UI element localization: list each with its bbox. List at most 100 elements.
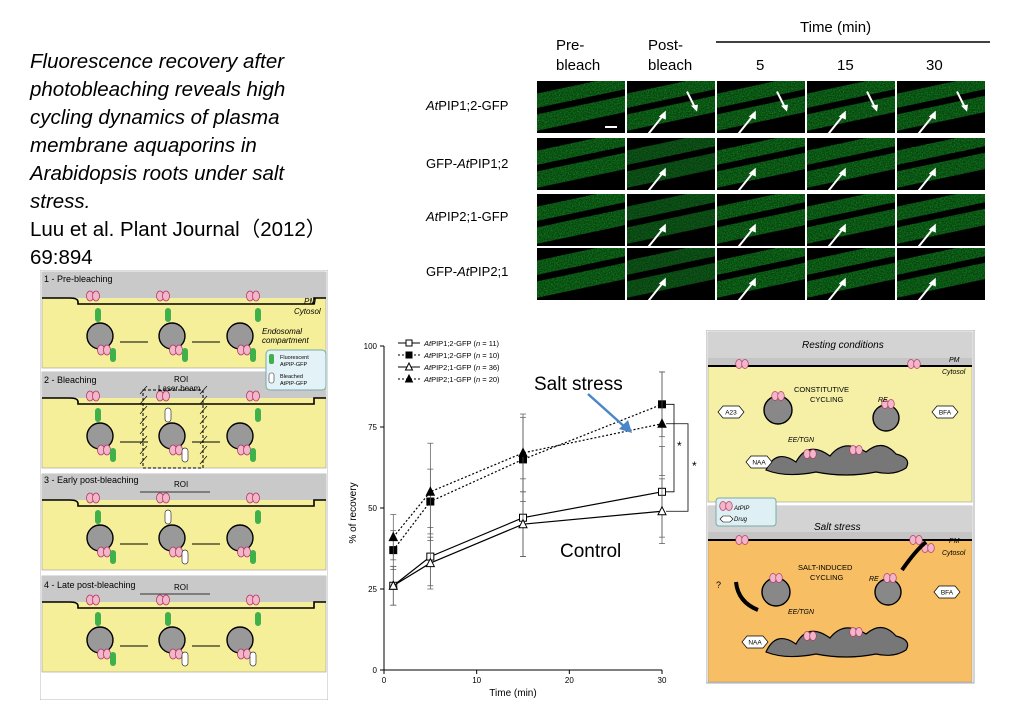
- cell-band-glow: [717, 81, 805, 109]
- aquaporin-lobe: [252, 290, 260, 302]
- cell-band-glow: [537, 248, 625, 276]
- cell-content: [717, 194, 805, 246]
- arrow-shaft: [686, 91, 696, 109]
- micrograph-cell: [717, 138, 805, 190]
- panel-extracellular: [708, 358, 972, 366]
- aquaporin-lobe: [103, 546, 111, 558]
- aquaporin-lobe: [803, 631, 811, 641]
- cell-band: [537, 194, 625, 222]
- laser-hatch: [139, 435, 148, 445]
- cell-band: [717, 262, 805, 299]
- aquaporin-lobe: [719, 501, 727, 511]
- col-30-label: 30: [926, 57, 943, 74]
- row-label: AtPIP2;1-GFP: [425, 209, 508, 224]
- fluorescent-gfp: [95, 308, 101, 322]
- row-label: GFP-AtPIP1;2: [426, 156, 508, 171]
- series-3: [388, 478, 667, 606]
- aquaporin-lobe: [809, 631, 817, 641]
- fluorescent-icon: [269, 354, 274, 364]
- fluorescent-gfp: [182, 348, 188, 362]
- row-label-text: PIP1;2: [469, 156, 508, 171]
- aquaporin-icon: [97, 546, 111, 558]
- cell-content: [807, 194, 895, 246]
- fluorescent-gfp: [165, 308, 171, 322]
- cell-band-glow: [897, 208, 985, 245]
- legend-fluor: Fluorescent: [280, 355, 309, 361]
- aquaporin-lobe: [243, 344, 251, 356]
- cytosol-label: Cytosol: [294, 307, 321, 316]
- aquaporin-icon: [156, 390, 170, 402]
- question-mark: ?: [716, 580, 721, 590]
- arrow-head: [871, 104, 878, 112]
- data-point: [388, 531, 399, 542]
- cell-band-glow: [627, 194, 715, 222]
- control-annotation: Control: [560, 541, 621, 562]
- cytosol-label: Cytosol: [942, 369, 966, 376]
- citation: Luu et al. Plant Journal（2012）: [30, 218, 327, 241]
- legend-marker: [405, 351, 413, 359]
- frap-schematic: 1 - Pre-bleaching 2 - Bleaching 3 - Earl…: [40, 270, 328, 700]
- col-post-label: bleach: [648, 57, 692, 74]
- legend-text: PIP1;2-GFP (: [431, 351, 476, 360]
- plasma-membrane: [42, 297, 326, 305]
- arrow-head: [838, 110, 846, 120]
- naa-badge: NAA: [741, 635, 769, 649]
- y-tick-label: 50: [368, 504, 377, 513]
- title-line: photobleaching reveals high: [30, 78, 286, 101]
- cell-band-glow: [807, 194, 895, 222]
- arrow-shaft: [917, 170, 935, 190]
- arrow-shaft: [737, 280, 755, 300]
- aquaporin-icon: [237, 344, 251, 356]
- aquaporin-lobe: [809, 449, 817, 459]
- cell-band-glow: [537, 262, 625, 299]
- laser-hatch: [199, 455, 208, 465]
- aquaporin-icon: [97, 648, 111, 660]
- salt-arrow: [587, 393, 627, 429]
- legend-label: AtPIP2;1-GFP (n = 20): [423, 375, 500, 384]
- aquaporin-lobe: [735, 359, 743, 369]
- cell-band-glow: [537, 194, 625, 222]
- cell-content: [897, 81, 985, 133]
- cell-band-glow: [537, 95, 625, 132]
- x-axis-label: Time (min): [489, 688, 536, 699]
- aquaporin-lobe: [855, 445, 863, 455]
- cell-band-glow: [807, 95, 895, 132]
- legend-text: = 36): [480, 363, 500, 372]
- salt-title: Salt stress: [814, 522, 861, 533]
- laser-hatch: [199, 395, 208, 405]
- row-label-text: GFP-: [426, 156, 457, 171]
- cell-band: [627, 194, 715, 222]
- legend-italic: n: [476, 339, 480, 348]
- roi-label: ROI: [174, 480, 188, 489]
- fluorescent-gfp: [110, 348, 116, 362]
- arrow-head: [928, 277, 936, 287]
- cell-content: [717, 138, 805, 190]
- aquaporin-lobe: [175, 344, 183, 356]
- y-tick-label: 0: [373, 666, 378, 675]
- bleached-gfp: [181, 549, 189, 565]
- cell-band-glow: [717, 138, 805, 166]
- model-panels: [707, 331, 973, 683]
- aquaporin-lobe: [92, 390, 100, 402]
- laser-hatch: [199, 385, 208, 395]
- roi-box: [142, 389, 204, 469]
- aquaporin-lobe: [927, 543, 935, 553]
- constitutive-label: CYCLING: [810, 395, 844, 404]
- micrograph-cell: [897, 138, 985, 190]
- micrograph-cell: [807, 138, 895, 190]
- row-label: GFP-AtPIP2;1: [426, 264, 508, 279]
- cell-content: [897, 248, 985, 300]
- col-post-label: Post-: [648, 37, 683, 54]
- cell-band-glow: [807, 262, 895, 299]
- arrow-head: [838, 277, 846, 287]
- aquaporin-lobe: [735, 535, 743, 545]
- aquaporin-lobe: [103, 444, 111, 456]
- arrow-shaft: [737, 113, 755, 133]
- laser-hatch: [199, 435, 208, 445]
- drug-hexagon: [741, 635, 769, 649]
- aquaporin-lobe: [909, 535, 917, 545]
- aquaporin-lobe: [92, 492, 100, 504]
- micrograph-cell: [537, 248, 625, 300]
- arrow-shaft: [866, 91, 876, 109]
- cell-band: [807, 208, 895, 245]
